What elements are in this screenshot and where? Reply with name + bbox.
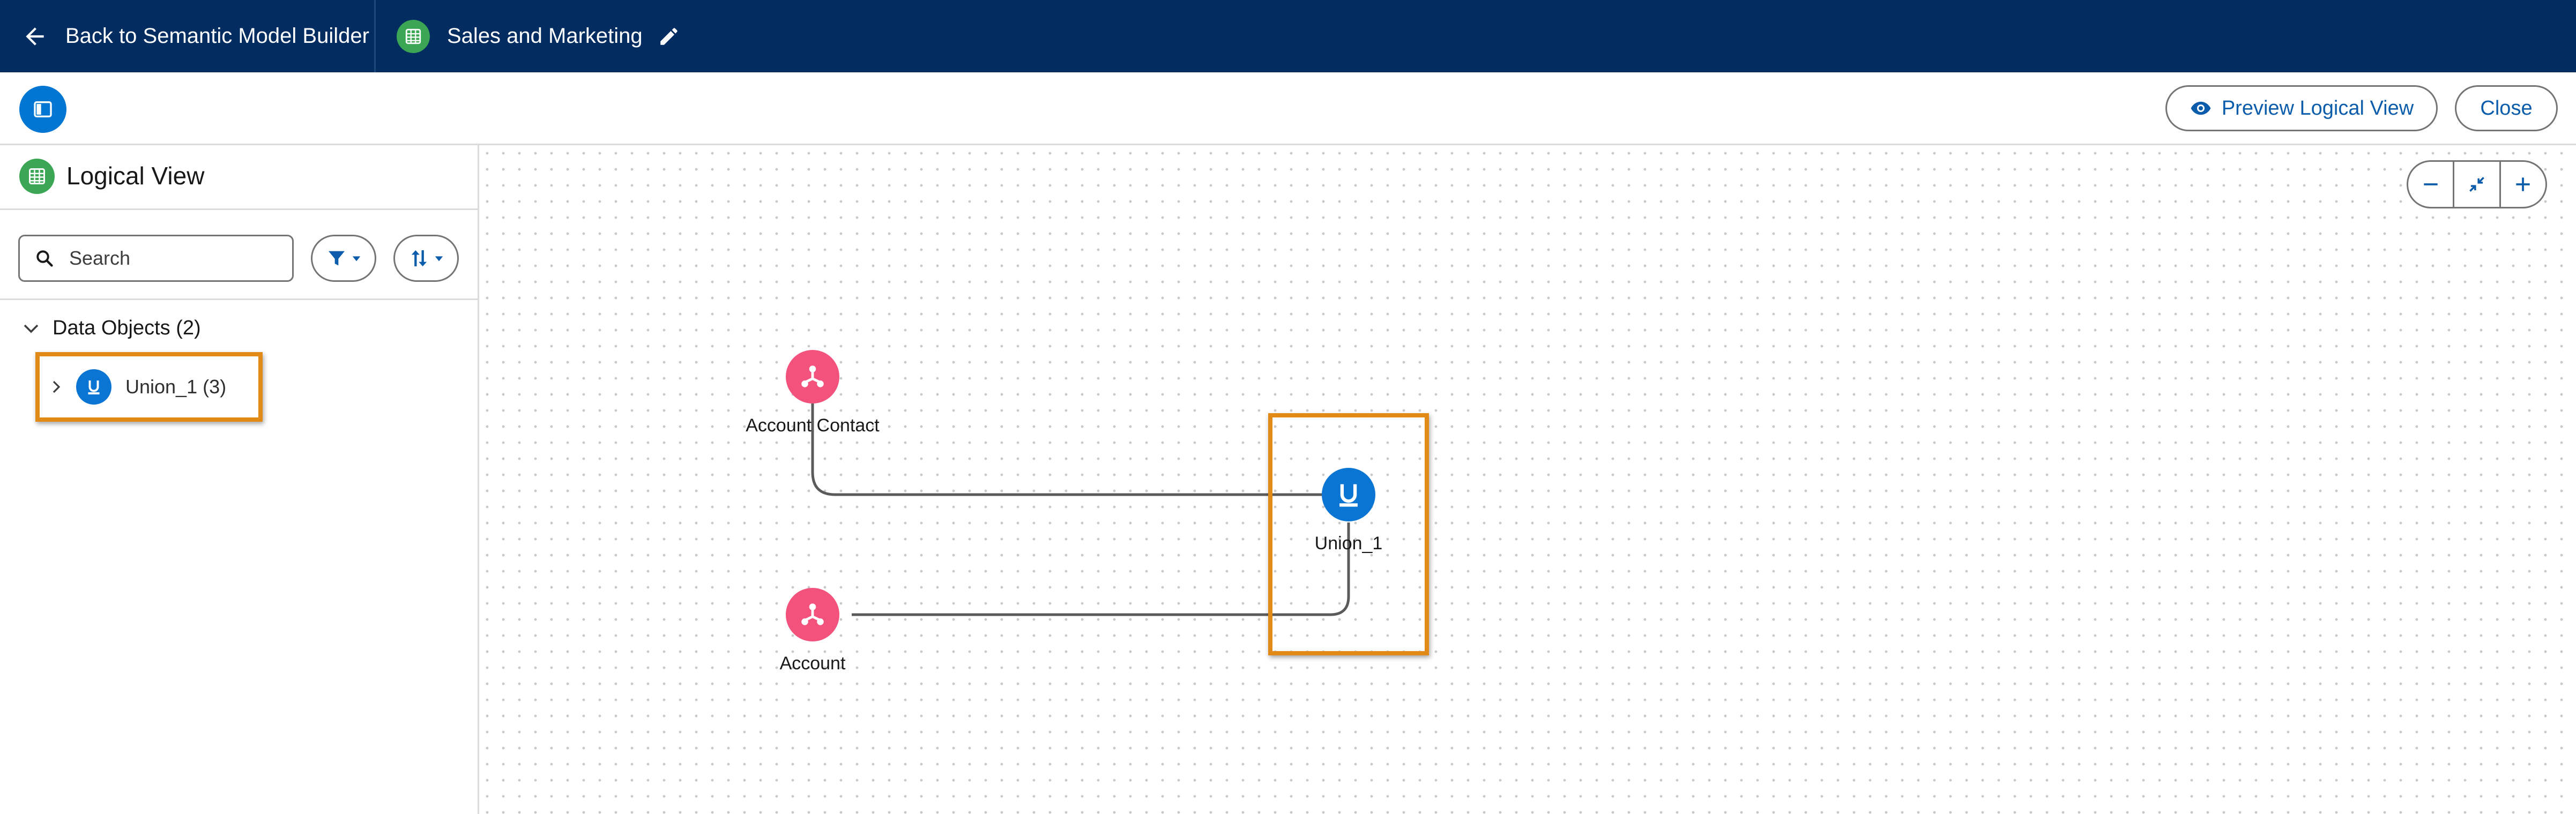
search-icon — [36, 250, 53, 267]
union-icon[interactable] — [1322, 468, 1375, 521]
search-input[interactable] — [68, 247, 274, 270]
edge-account-contact-to-union — [811, 377, 1325, 496]
table-icon — [19, 159, 55, 194]
preview-label: Preview Logical View — [2221, 96, 2414, 120]
pencil-icon[interactable] — [658, 25, 680, 48]
plus-icon — [2516, 177, 2530, 191]
connection-lines — [811, 377, 1350, 616]
preview-logical-view-button[interactable]: Preview Logical View — [2165, 85, 2438, 131]
data-object-icon[interactable] — [786, 588, 839, 641]
section-label: Data Objects (2) — [53, 317, 201, 339]
sort-button[interactable] — [393, 235, 459, 282]
header-divider — [374, 0, 376, 72]
fit-view-button[interactable] — [2453, 162, 2499, 207]
filter-icon — [329, 251, 345, 266]
edge-account-to-union — [852, 522, 1350, 616]
eye-icon — [2191, 101, 2211, 115]
sidebar-icon — [34, 101, 52, 117]
highlight-box — [1268, 413, 1429, 655]
zoom-in-button[interactable] — [2499, 162, 2545, 207]
zoom-out-button[interactable] — [2408, 162, 2453, 207]
model-title: Sales and Marketing — [397, 0, 680, 72]
back-button[interactable]: Back to Semantic Model Builder — [21, 0, 369, 72]
chevron-right-icon[interactable] — [48, 379, 64, 395]
back-button-label: Back to Semantic Model Builder — [65, 24, 369, 48]
app-header: Back to Semantic Model Builder Sales and… — [0, 0, 2576, 72]
table-icon — [397, 19, 430, 53]
search-field[interactable] — [18, 235, 294, 282]
panel-toggle-button[interactable] — [19, 86, 66, 133]
left-panel: Logical View Data Objects (2) Union_1 (3… — [0, 145, 479, 814]
chevron-down-icon — [24, 324, 39, 333]
close-label: Close — [2480, 96, 2533, 120]
model-name: Sales and Marketing — [447, 24, 643, 48]
close-button[interactable]: Close — [2455, 85, 2558, 131]
zoom-controls — [2407, 160, 2547, 208]
minus-icon — [2423, 183, 2438, 185]
toolbar: Preview Logical View Close — [0, 72, 2576, 145]
filter-button[interactable] — [311, 235, 376, 282]
node-account-contact[interactable]: Account Contact — [732, 350, 893, 436]
panel-title: Logical View — [66, 162, 205, 190]
chevron-down-icon — [435, 256, 443, 262]
arrow-left-icon — [26, 27, 44, 46]
collapse-icon — [2469, 177, 2484, 192]
tree-item-label: Union_1 (3) — [125, 376, 227, 398]
chevron-down-icon — [352, 256, 361, 262]
sort-icon — [411, 250, 427, 266]
node-account[interactable]: Account — [759, 588, 866, 674]
canvas[interactable]: Account Contact Union_1 Account — [479, 145, 2576, 814]
search-row — [0, 210, 478, 300]
union-icon — [76, 369, 111, 405]
node-label: Account — [779, 653, 846, 674]
panel-header: Logical View — [0, 145, 478, 210]
node-label: Account Contact — [746, 415, 880, 436]
data-object-icon[interactable] — [786, 350, 839, 404]
tree-item-union-1[interactable]: Union_1 (3) — [35, 352, 263, 422]
node-label: Union_1 — [1314, 533, 1383, 554]
node-union-1[interactable]: Union_1 — [1295, 468, 1402, 554]
data-objects-section[interactable]: Data Objects (2) — [21, 317, 201, 340]
